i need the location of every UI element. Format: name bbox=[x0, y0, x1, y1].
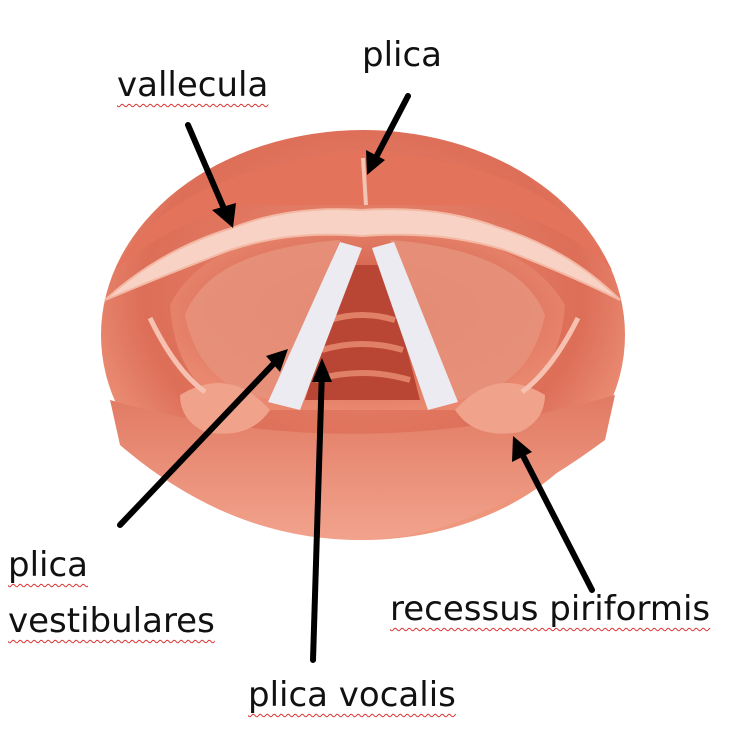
arrow-plica-vocalis bbox=[310, 367, 325, 663]
arrowhead-plica bbox=[366, 150, 385, 175]
vocal-cord-left bbox=[268, 242, 362, 410]
arrowhead-recessus-piriformis bbox=[512, 436, 532, 462]
trachea-ring bbox=[321, 341, 404, 353]
arrow-recessus-piriformis bbox=[515, 443, 595, 593]
trachea-ring bbox=[329, 312, 396, 323]
aryepiglottic-fold-left bbox=[147, 316, 207, 395]
epiglottis-region bbox=[115, 150, 612, 270]
arytenoid-left bbox=[180, 383, 270, 434]
label-plica-vestibulares-line2: vestibulares bbox=[8, 601, 215, 641]
arytenoid-right bbox=[455, 383, 545, 434]
label-recessus-piriformis: recessus piriformis bbox=[390, 589, 711, 629]
label-plica: plica bbox=[362, 35, 443, 75]
arrowhead-plica-vestibulares bbox=[266, 349, 288, 372]
arrow-vallecula bbox=[185, 122, 231, 221]
epiglottis-rim bbox=[104, 208, 621, 301]
aryepiglottic-fold-right bbox=[520, 316, 581, 395]
vestibular-fold-left bbox=[185, 240, 340, 400]
label-vallecula: vallecula bbox=[117, 65, 269, 105]
label-plica-vestibulares-line1: plica bbox=[8, 545, 89, 585]
arrow-plica-vestibulares bbox=[117, 354, 283, 528]
arrowhead-plica-vocalis bbox=[312, 358, 332, 382]
label-plica-vocalis: plica vocalis bbox=[248, 675, 456, 715]
arrowhead-vallecula bbox=[212, 203, 236, 228]
vocal-cord-right bbox=[372, 242, 458, 410]
glossoepiglottic-fold bbox=[361, 157, 368, 206]
arrow-plica bbox=[369, 93, 411, 168]
vestibular-fold-right bbox=[390, 240, 545, 400]
